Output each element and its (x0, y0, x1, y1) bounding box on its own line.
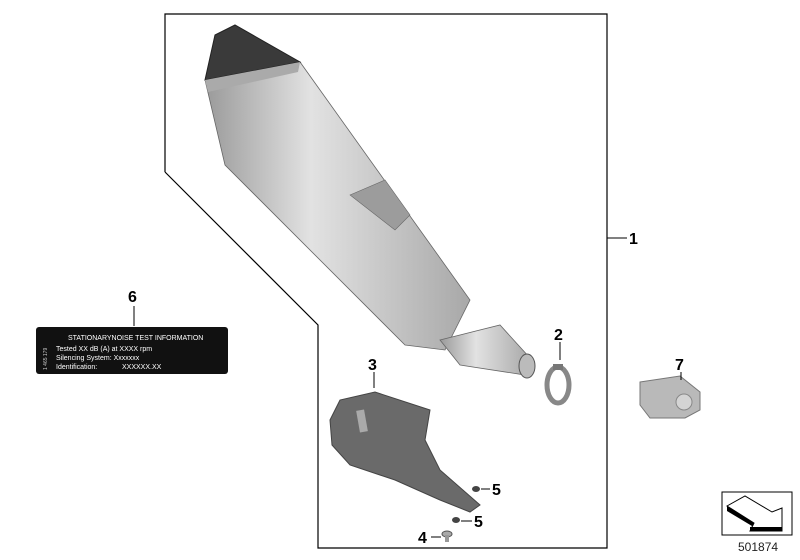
callout-5b[interactable]: 5 (474, 514, 483, 531)
callout-2[interactable]: 2 (554, 327, 563, 344)
brand-badge (356, 409, 368, 433)
muffler[interactable] (204, 24, 536, 379)
noise-label-line2: Silencing System: Xxxxxxx (56, 355, 140, 362)
washer[interactable] (472, 486, 480, 492)
callout-1[interactable]: 1 (629, 231, 638, 248)
callout-7[interactable]: 7 (675, 357, 684, 374)
callout-5a[interactable]: 5 (492, 482, 501, 499)
callout-4[interactable]: 4 (418, 530, 427, 547)
noise-label-title: STATIONARYNOISE TEST INFORMATION (68, 335, 203, 342)
heat-shield[interactable] (329, 391, 481, 513)
noise-label-line3-key: Identification: (56, 364, 97, 371)
bracket (349, 179, 411, 231)
clamp[interactable] (544, 364, 572, 406)
callout-3[interactable]: 3 (368, 357, 377, 374)
assembly-frame (164, 13, 608, 549)
cover-cap[interactable] (639, 375, 701, 419)
diagram-id: 501874 (738, 540, 778, 554)
washer[interactable] (452, 517, 460, 523)
noise-label-line3-value: XXXXXX.XX (122, 364, 162, 371)
noise-label-side-number: 1 465 179 (43, 348, 49, 370)
arrow-icon (726, 495, 783, 532)
screw[interactable] (441, 530, 453, 542)
noise-label[interactable]: STATIONARYNOISE TEST INFORMATION Tested … (36, 327, 228, 374)
noise-label-line1: Tested XX dB (A) at XXXX rpm (56, 346, 152, 353)
callout-6[interactable]: 6 (128, 289, 137, 306)
